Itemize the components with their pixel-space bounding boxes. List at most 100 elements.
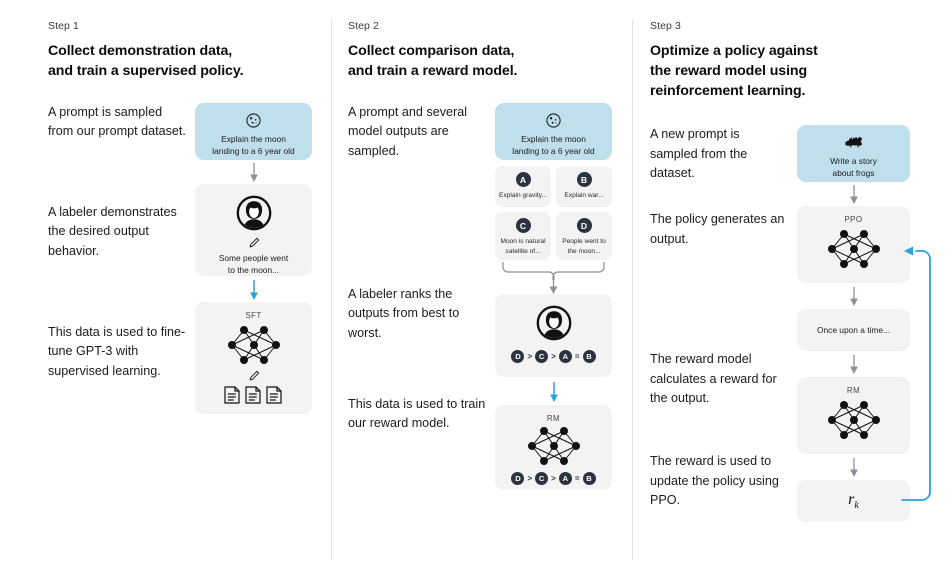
step-3-flow: Write a story about frogs PPO [797, 125, 910, 523]
neural-network-icon [527, 427, 580, 466]
step-2-outputs-grid: A Explain gravity... B Explain war... C … [495, 166, 612, 261]
step-2-reward-model-card: RM [495, 405, 612, 491]
step-3-title-line1: Optimize a policy against [650, 43, 818, 59]
step-2-title-line2: and train a reward model. [348, 63, 518, 80]
rank-op-2: > [551, 352, 556, 362]
step-3-body: A new prompt is sampled from the dataset… [650, 125, 942, 565]
option-badge-c: C [515, 218, 531, 234]
step-2-body: A prompt and several model outputs are s… [348, 103, 640, 543]
step-2-prompt-caption: Explain the moon landing to a 6 year old [512, 134, 595, 157]
output-option-d[interactable]: D People went to the moon... [556, 212, 612, 261]
step-2-kicker: Step 2 [348, 20, 379, 32]
step-2-title: Collect comparison data, and train a rew… [348, 41, 640, 81]
step-1-arrow-2-wrap [195, 276, 312, 302]
step-3-arrow-1-wrap [797, 182, 910, 206]
neural-network-icon [827, 230, 880, 269]
step-3-title: Optimize a policy against the reward mod… [650, 41, 942, 101]
rank-chip-b: B [582, 350, 596, 364]
arrow-down-grey-icon [849, 355, 858, 375]
step-2-ranking-row: D > C > A = B [503, 350, 604, 364]
step-1-prompt-caption: Explain the moon landing to a 6 year old [212, 134, 295, 157]
step-2-model-label: RM [546, 414, 561, 424]
output-option-c[interactable]: C Moon is natural satellite of... [495, 212, 551, 261]
step-2-merge-wrap [495, 260, 612, 295]
step-3-output-card: Once upon a time... [797, 309, 910, 352]
step-3-kicker: Step 3 [650, 20, 681, 32]
person-icon [536, 305, 571, 341]
step-3-output-text: Once upon a time... [816, 324, 891, 335]
step-3-policy-label: PPO [844, 215, 863, 225]
column-divider-2 [632, 20, 633, 560]
arrow-down-grey-icon [249, 163, 258, 183]
step-1-title: Collect demonstration data, and train a … [48, 41, 340, 81]
step-3-narrative-2: The policy generates an output. [650, 212, 785, 246]
rank-op-2: > [551, 474, 556, 484]
step-3-arrow-4-wrap [797, 454, 910, 480]
step-3-reward-card: rk [797, 480, 910, 523]
step-1-flow: Explain the moon landing to a 6 year old [195, 103, 312, 415]
option-badge-d: D [576, 218, 592, 234]
output-option-a[interactable]: A Explain gravity... [495, 166, 551, 208]
frog-icon [844, 137, 862, 148]
reward-symbol: rk [848, 491, 859, 512]
step-2-reward-ranking-row: D > C > A = B [503, 472, 604, 486]
step-column-3: Step 3 Optimize a policy against the rew… [650, 20, 942, 565]
step-3-reward-model-card: RM [797, 377, 910, 455]
step-2-ranking-card: D > C > A = B [495, 294, 612, 378]
option-text-a: Explain gravity... [499, 192, 547, 200]
step-3-prompt-caption: Write a story about frogs [830, 156, 877, 179]
step-1-body: A prompt is sampled from our prompt data… [48, 103, 340, 543]
arrow-down-grey-icon [849, 287, 858, 307]
option-text-b: Explain war... [564, 192, 604, 200]
rank-op-3: = [574, 352, 580, 362]
step-3-arrow-2-wrap [797, 283, 910, 309]
ppo-feedback-loop-arrow [901, 246, 931, 501]
documents-icon [223, 386, 282, 404]
pencil-icon [249, 238, 259, 248]
column-divider-1 [331, 20, 332, 560]
step-3-narrative-4: The reward is used to update the policy … [650, 454, 779, 507]
step-1-prompt-card: Explain the moon landing to a 6 year old [195, 103, 312, 161]
step-3-title-line2: the reward model using [650, 63, 808, 80]
step-1-title-line2: and train a supervised policy. [48, 63, 244, 80]
rank-chip-d: D [511, 472, 525, 486]
moon-icon [246, 113, 261, 128]
step-2-arrow-wrap [495, 377, 612, 405]
step-column-2: Step 2 Collect comparison data, and trai… [348, 20, 640, 565]
option-badge-a: A [515, 172, 531, 188]
output-option-b[interactable]: B Explain war... [556, 166, 612, 208]
step-2-narrative-1: A prompt and several model outputs are s… [348, 105, 468, 158]
step-2-narrative-3: This data is used to train our reward mo… [348, 397, 486, 431]
pencil-icon [249, 371, 259, 381]
option-badge-b: B [576, 172, 592, 188]
step-2-flow: Explain the moon landing to a 6 year old… [495, 103, 612, 491]
neural-network-icon [827, 401, 880, 440]
rank-chip-a: A [558, 350, 572, 364]
arrow-down-blue-icon [549, 382, 558, 403]
arrow-down-blue-icon [249, 280, 258, 301]
rank-chip-c: C [535, 350, 549, 364]
step-1-labeler-caption: Some people went to the moon... [218, 253, 289, 276]
step-2-prompt-card: Explain the moon landing to a 6 year old [495, 103, 612, 161]
neural-network-icon [227, 326, 280, 365]
brace-merge-icon [502, 262, 605, 295]
step-1-title-line1: Collect demonstration data, [48, 43, 233, 59]
rank-chip-d: D [511, 350, 525, 364]
arrow-down-grey-icon [849, 458, 858, 478]
rank-chip-c: C [535, 472, 549, 486]
step-3-reward-model-label: RM [846, 386, 861, 396]
step-1-model-card: SFT [195, 302, 312, 415]
step-3-policy-card: PPO [797, 206, 910, 284]
step-1-narrative-2: A labeler demonstrates the desired outpu… [48, 205, 177, 258]
step-2-narrative-2: A labeler ranks the outputs from best to… [348, 287, 460, 340]
person-icon [236, 195, 271, 231]
step-1-narrative-1: A prompt is sampled from our prompt data… [48, 105, 186, 139]
rank-op-1: > [527, 352, 533, 362]
step-3-narrative-1: A new prompt is sampled from the dataset… [650, 127, 748, 180]
step-3-title-line3: reinforcement learning. [650, 83, 806, 100]
step-1-narrative-3: This data is used to fine-tune GPT-3 wit… [48, 325, 186, 378]
rank-chip-b: B [582, 472, 596, 486]
step-2-title-line1: Collect comparison data, [348, 43, 515, 59]
step-1-kicker: Step 1 [48, 20, 79, 32]
